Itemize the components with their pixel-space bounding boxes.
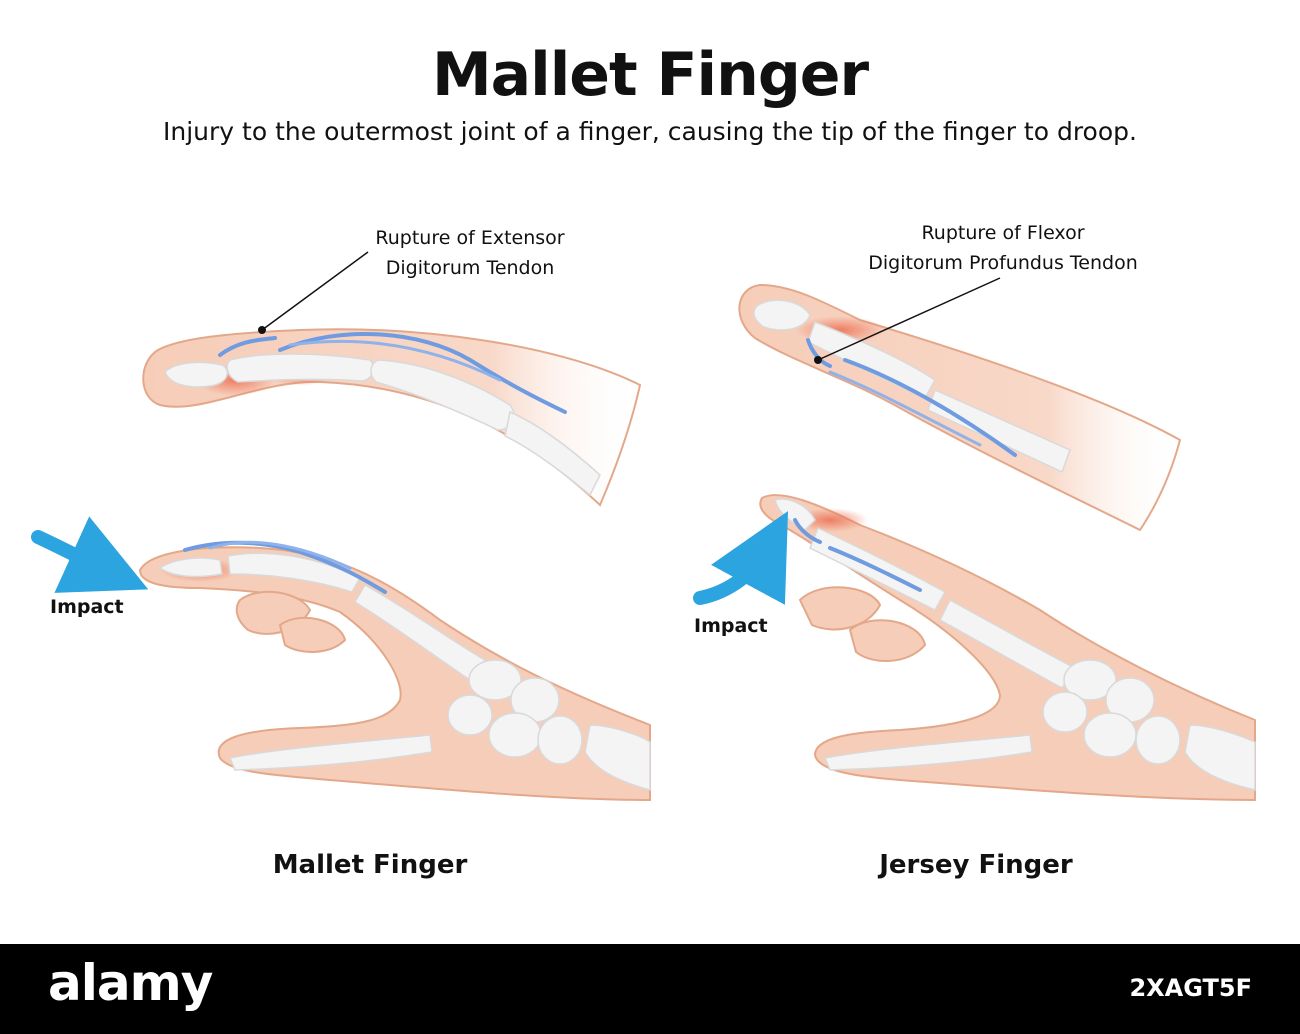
stock-footer: alamy 2XAGT5F [0,944,1300,1034]
illustration-canvas [31,251,1256,802]
flexor-callout-line1: Rupture of Flexor [921,222,1085,244]
mallet-finger-caption: Mallet Finger [272,850,468,880]
jersey-impact-label: Impact [694,615,768,637]
extensor-rupture-callout: Rupture of Extensor Digitorum Tendon [340,223,600,283]
page-title: Mallet Finger [431,40,869,110]
alamy-logo: alamy [48,954,213,1012]
mallet-finger-hand [31,516,651,802]
mallet-finger-closeup [142,251,642,507]
stock-image-id: 2XAGT5F [1129,974,1252,1002]
flexor-rupture-callout: Rupture of Flexor Digitorum Profundus Te… [838,218,1168,278]
jersey-finger-caption: Jersey Finger [879,850,1073,880]
jersey-finger-closeup [738,277,1182,532]
extensor-callout-line1: Rupture of Extensor [375,227,565,249]
jersey-finger-hand [693,494,1256,802]
mallet-impact-label: Impact [50,596,124,618]
page-subtitle: Injury to the outermost joint of a finge… [163,117,1137,146]
extensor-callout-line2: Digitorum Tendon [385,257,555,279]
flexor-callout-line2: Digitorum Profundus Tendon [868,252,1138,274]
